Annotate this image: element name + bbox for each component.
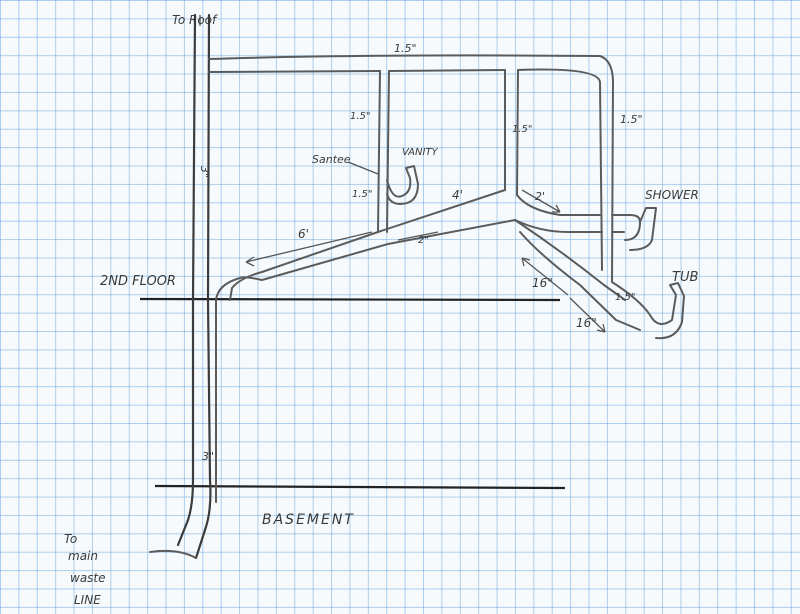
- tub-label: TUB: [672, 270, 698, 285]
- vent-header-bottom-3: [517, 68, 601, 83]
- to-main-label-4: LINE: [74, 593, 101, 607]
- sanitee-label: Santee: [312, 153, 351, 166]
- dim-vanity-trap: 1.5": [352, 189, 373, 200]
- main-stack-left-wall: [176, 13, 197, 547]
- to-roof-label: To Roof: [172, 13, 218, 27]
- tub-16in-arrow-a: [521, 257, 569, 296]
- tub-branch-upper: [514, 219, 626, 301]
- right-riser-right: [611, 79, 614, 283]
- vent-header-top: [208, 54, 614, 81]
- dim-left-riser: 1.5": [350, 111, 371, 122]
- vanity-riser-left: [377, 70, 381, 233]
- dim-drain-2in: 2": [418, 235, 429, 246]
- shower-trap-outlet: [629, 207, 657, 251]
- dim-drain-4ft: 4': [452, 188, 463, 202]
- dim-main-stack-lower: 3": [202, 450, 214, 463]
- to-main-label-3: waste: [70, 571, 106, 585]
- dim-tub-16b: 16": [576, 316, 597, 330]
- dim-drain-2ft: 2': [535, 190, 545, 203]
- drain-6ft-arrow: [245, 231, 373, 267]
- shower-trap: [611, 214, 641, 241]
- tub-16in-arrow-b: [569, 297, 606, 333]
- shower-label: SHOWER: [645, 188, 699, 202]
- dim-top-horizontal: 1.5": [394, 42, 417, 55]
- tub-branch-lower: [519, 231, 641, 331]
- vent-header-bottom: [208, 70, 381, 73]
- dim-tub-16a: 16": [532, 276, 553, 290]
- sanitee-pointer: [347, 161, 379, 175]
- shower-branch-upper: [516, 194, 601, 216]
- basement-floor-line: [154, 484, 566, 490]
- vent-header-bottom-2: [388, 69, 506, 72]
- second-floor-label: 2ND FLOOR: [100, 274, 176, 289]
- vanity-label: VANITY: [402, 147, 439, 158]
- drain-2ft-arrow: [521, 189, 561, 213]
- tub-trap: [611, 281, 685, 340]
- vanity-trap: [386, 165, 419, 205]
- vanity-riser-right: [386, 70, 390, 233]
- main-stack-base-fork: [149, 549, 197, 559]
- mid-riser-right: [516, 69, 519, 196]
- to-main-label-2: main: [68, 549, 98, 563]
- dim-mid-riser: 1.5": [512, 124, 533, 135]
- drain-lower-wall: [215, 219, 516, 301]
- shower-branch-lower: [514, 219, 603, 233]
- drain-upper-wall: [229, 189, 506, 301]
- drain-2in-marker: [397, 231, 439, 241]
- basement-label: BASEMENT: [262, 512, 355, 528]
- dim-main-stack-upper: 3": [198, 166, 211, 178]
- dim-tub-branch: 1.5": [615, 292, 636, 303]
- second-floor-line: [139, 297, 561, 302]
- dim-right-riser: 1.5": [620, 113, 643, 126]
- dim-drain-6ft: 6': [298, 227, 309, 241]
- main-stack-right-wall: [194, 13, 212, 560]
- right-riser-left: [599, 81, 603, 271]
- to-main-label-1: To: [64, 532, 77, 546]
